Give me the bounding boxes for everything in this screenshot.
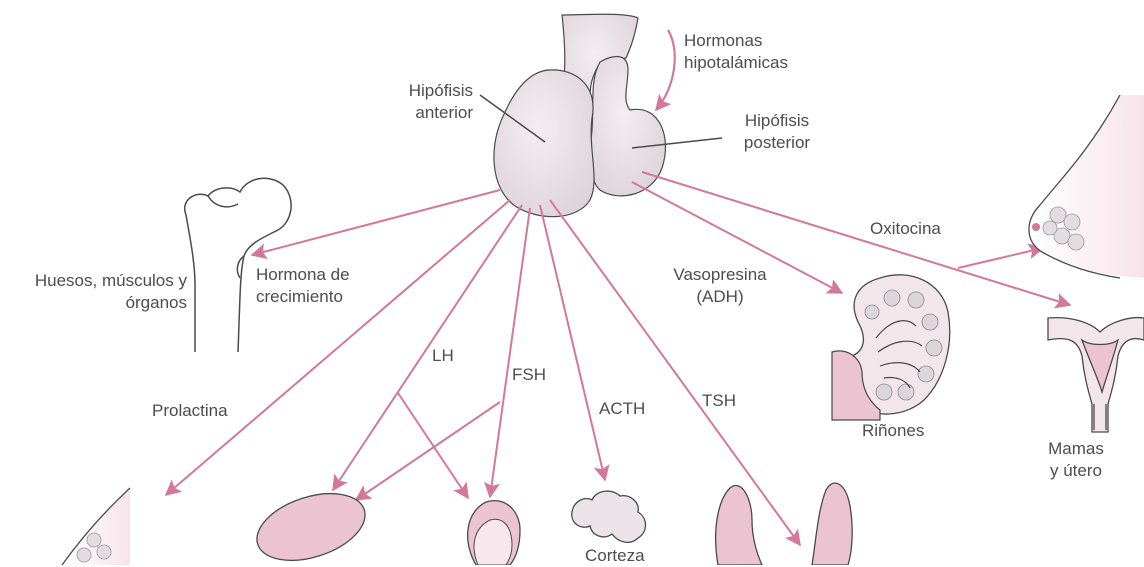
oxytocin-branch-arrow bbox=[958, 248, 1043, 268]
hypothalamic-hormones-line2: hipotalámicas bbox=[684, 52, 788, 74]
prolactin-label: Prolactina bbox=[152, 400, 228, 422]
vasopressin-line2: (ADH) bbox=[660, 286, 780, 308]
breasts-uterus-line1: Mamas bbox=[1026, 438, 1126, 460]
breasts-uterus-line2: y útero bbox=[1026, 460, 1126, 482]
hypothalamic-hormones-line1: Hormonas bbox=[684, 30, 788, 52]
bones-target-line1: Huesos, músculos y bbox=[0, 270, 187, 292]
anterior-pituitary-label: Hipófisis anterior bbox=[380, 80, 473, 124]
adrenal-cortex-illustration bbox=[572, 491, 646, 542]
ovary-illustration bbox=[248, 481, 373, 565]
tsh-label: TSH bbox=[702, 390, 736, 412]
oxytocin-label: Oxitocina bbox=[870, 218, 941, 240]
lh-arrow bbox=[333, 205, 522, 490]
acth-arrow bbox=[540, 205, 605, 480]
vasopressin-label: Vasopresina (ADH) bbox=[660, 264, 780, 308]
testis-illustration bbox=[468, 501, 520, 565]
kidneys-label: Riñones bbox=[862, 420, 924, 442]
anterior-pituitary-lobe bbox=[494, 70, 594, 217]
fsh-branch-arrow bbox=[356, 402, 500, 500]
anterior-pituitary-line1: Hipófisis bbox=[380, 80, 473, 102]
growth-hormone-line1: Hormona de bbox=[256, 264, 350, 286]
fsh-arrow bbox=[490, 208, 530, 497]
posterior-pituitary-line2: posterior bbox=[724, 132, 830, 154]
acth-label: ACTH bbox=[599, 398, 645, 420]
uterus-illustration bbox=[1048, 318, 1144, 432]
kidney-illustration bbox=[832, 275, 950, 420]
bones-target-line2: órganos bbox=[0, 292, 187, 314]
lh-branch-arrow bbox=[398, 393, 468, 498]
breasts-uterus-label: Mamas y útero bbox=[1026, 438, 1126, 482]
growth-hormone-line2: crecimiento bbox=[256, 286, 350, 308]
bones-muscles-organs-label: Huesos, músculos y órganos bbox=[0, 270, 187, 314]
anterior-pituitary-line2: anterior bbox=[380, 102, 473, 124]
cortex-label: Corteza bbox=[585, 545, 645, 567]
breast-left-illustration bbox=[62, 488, 130, 565]
breast-right-illustration bbox=[1029, 95, 1144, 278]
hypothalamic-hormones-arrow bbox=[656, 30, 675, 110]
hypothalamic-hormones-label: Hormonas hipotalámicas bbox=[684, 30, 788, 74]
vasopressin-line1: Vasopresina bbox=[660, 264, 780, 286]
posterior-pituitary-label: Hipófisis posterior bbox=[724, 110, 830, 154]
posterior-pituitary-line1: Hipófisis bbox=[724, 110, 830, 132]
fsh-label: FSH bbox=[512, 364, 546, 386]
growth-hormone-label: Hormona de crecimiento bbox=[256, 264, 350, 308]
lh-label: LH bbox=[432, 345, 454, 367]
